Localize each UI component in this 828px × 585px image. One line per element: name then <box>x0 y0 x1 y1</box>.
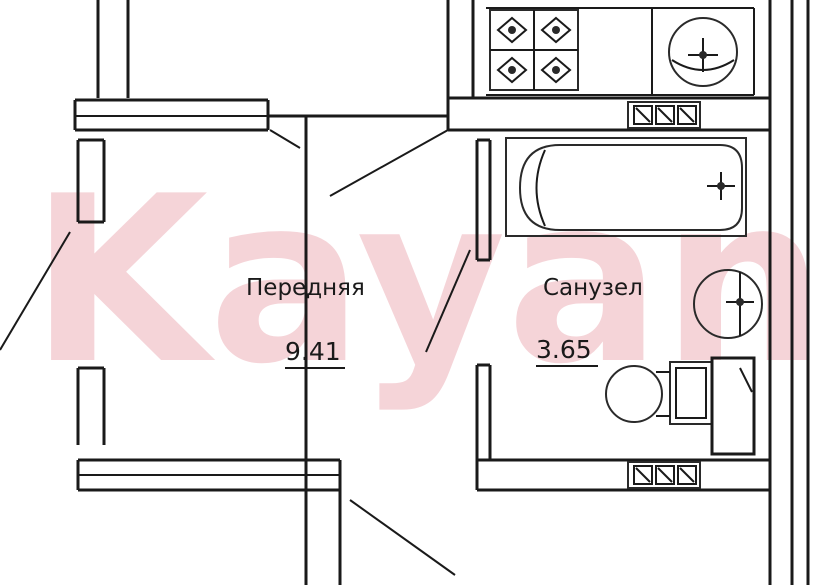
hall-partition <box>269 116 449 585</box>
stove-icon <box>489 9 579 91</box>
bathtub-icon <box>505 137 747 237</box>
room-area-bathroom: 3.65 <box>536 335 592 364</box>
middle-wall-band <box>73 96 770 132</box>
watermark: Kayan <box>30 148 825 415</box>
bottom-wall-band <box>76 458 770 585</box>
toilet-icon <box>605 356 756 456</box>
room-hallway: Передняя 9.41 <box>246 275 365 369</box>
left-wall <box>0 138 106 445</box>
kitchen-sink-icon <box>668 17 738 87</box>
vent-grille-top-icon <box>627 101 701 129</box>
bathroom-walls <box>425 138 492 460</box>
room-name-bathroom: Санузел <box>543 275 643 301</box>
room-name-hallway: Передняя <box>246 275 365 301</box>
upper-walls <box>96 0 755 98</box>
room-bathroom: Санузел 3.65 <box>536 275 643 367</box>
room-area-hallway: 9.41 <box>285 337 341 366</box>
washbasin-icon <box>693 269 763 339</box>
vent-grille-bottom-icon <box>627 461 701 489</box>
